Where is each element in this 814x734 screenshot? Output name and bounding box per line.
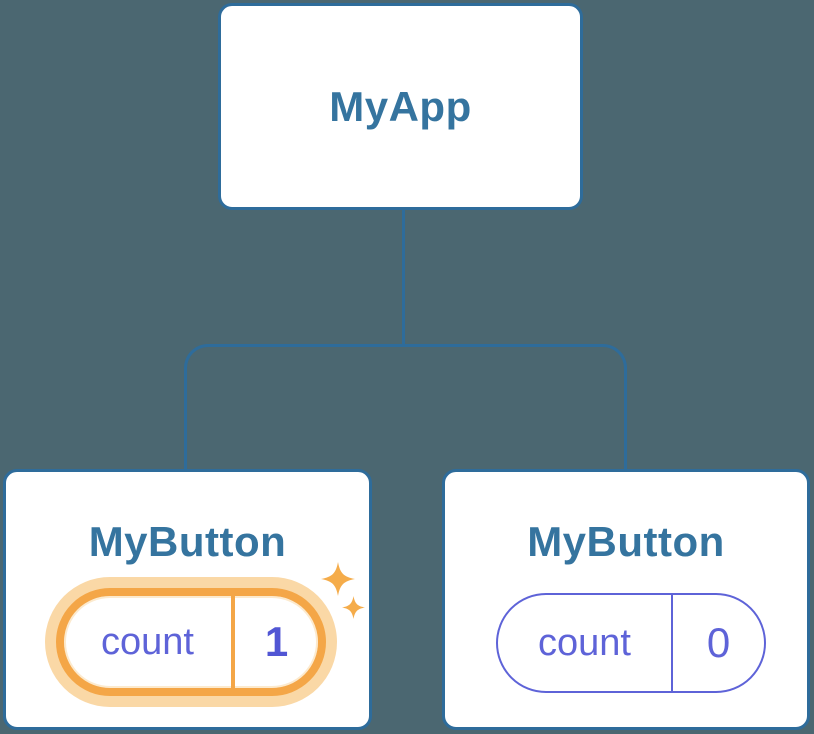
sparkle-icon <box>342 596 365 619</box>
component-node-child-2: MyButton count 0 <box>442 469 810 730</box>
node-label: MyButton <box>527 518 725 565</box>
component-node-child-1: MyButton count 1 <box>3 469 372 730</box>
component-node-root: MyApp <box>218 3 583 210</box>
state-pill-plain: count 0 <box>496 593 766 693</box>
state-pill-highlighted: count 1 <box>56 588 326 696</box>
state-key: count <box>64 596 235 688</box>
state-value: 0 <box>706 619 731 666</box>
sparkle-icon <box>321 562 355 596</box>
tree-edge-stem <box>402 208 405 346</box>
state-key: count <box>498 595 673 691</box>
node-label: MyButton <box>88 518 287 565</box>
tree-edge-branches <box>184 344 627 470</box>
node-label: MyApp <box>329 82 472 130</box>
state-value: 1 <box>264 618 289 665</box>
